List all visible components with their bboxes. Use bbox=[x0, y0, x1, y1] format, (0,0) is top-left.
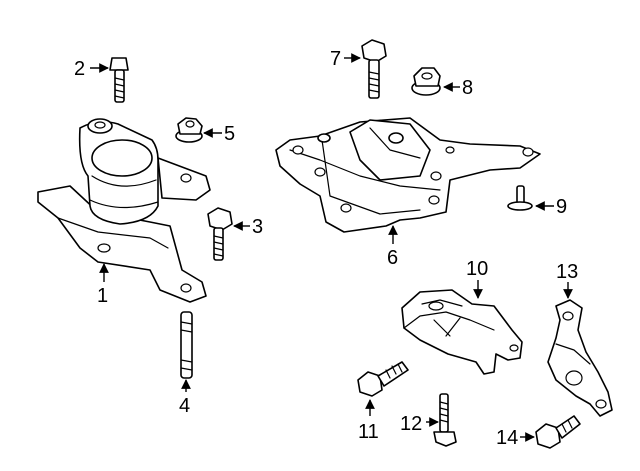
part-12-bolt bbox=[433, 393, 457, 447]
part-7-bolt bbox=[361, 39, 387, 99]
callout-3: 3 bbox=[252, 216, 263, 238]
callout-7: 7 bbox=[330, 48, 341, 70]
callout-4: 4 bbox=[179, 395, 190, 417]
part-3-bolt bbox=[207, 207, 233, 261]
part-5-nut bbox=[175, 117, 203, 143]
part-14-bolt bbox=[535, 415, 581, 449]
callout-6: 6 bbox=[387, 247, 398, 269]
callout-14: 14 bbox=[496, 427, 518, 449]
callout-2: 2 bbox=[74, 58, 85, 80]
part-11-bolt bbox=[357, 361, 409, 397]
callout-13: 13 bbox=[556, 261, 578, 283]
callout-8: 8 bbox=[462, 77, 473, 99]
callout-5: 5 bbox=[224, 123, 235, 145]
part-1-engine-mount bbox=[37, 118, 211, 303]
part-4-stud bbox=[180, 311, 193, 379]
part-13-torque-rod bbox=[547, 299, 613, 417]
callout-9: 9 bbox=[556, 196, 567, 218]
leader-lines bbox=[90, 53, 573, 442]
callout-11: 11 bbox=[358, 421, 379, 443]
part-6-bracket bbox=[275, 117, 541, 233]
part-10-insulator bbox=[401, 289, 523, 375]
callout-10: 10 bbox=[466, 258, 488, 280]
part-9-stud bbox=[507, 185, 533, 211]
callout-12: 12 bbox=[400, 413, 422, 435]
part-2-bolt bbox=[109, 57, 129, 103]
callout-labels: 1 2 3 4 5 6 7 8 9 10 11 12 13 14 bbox=[74, 48, 578, 449]
callout-1: 1 bbox=[97, 285, 108, 307]
part-8-nut bbox=[411, 67, 441, 96]
